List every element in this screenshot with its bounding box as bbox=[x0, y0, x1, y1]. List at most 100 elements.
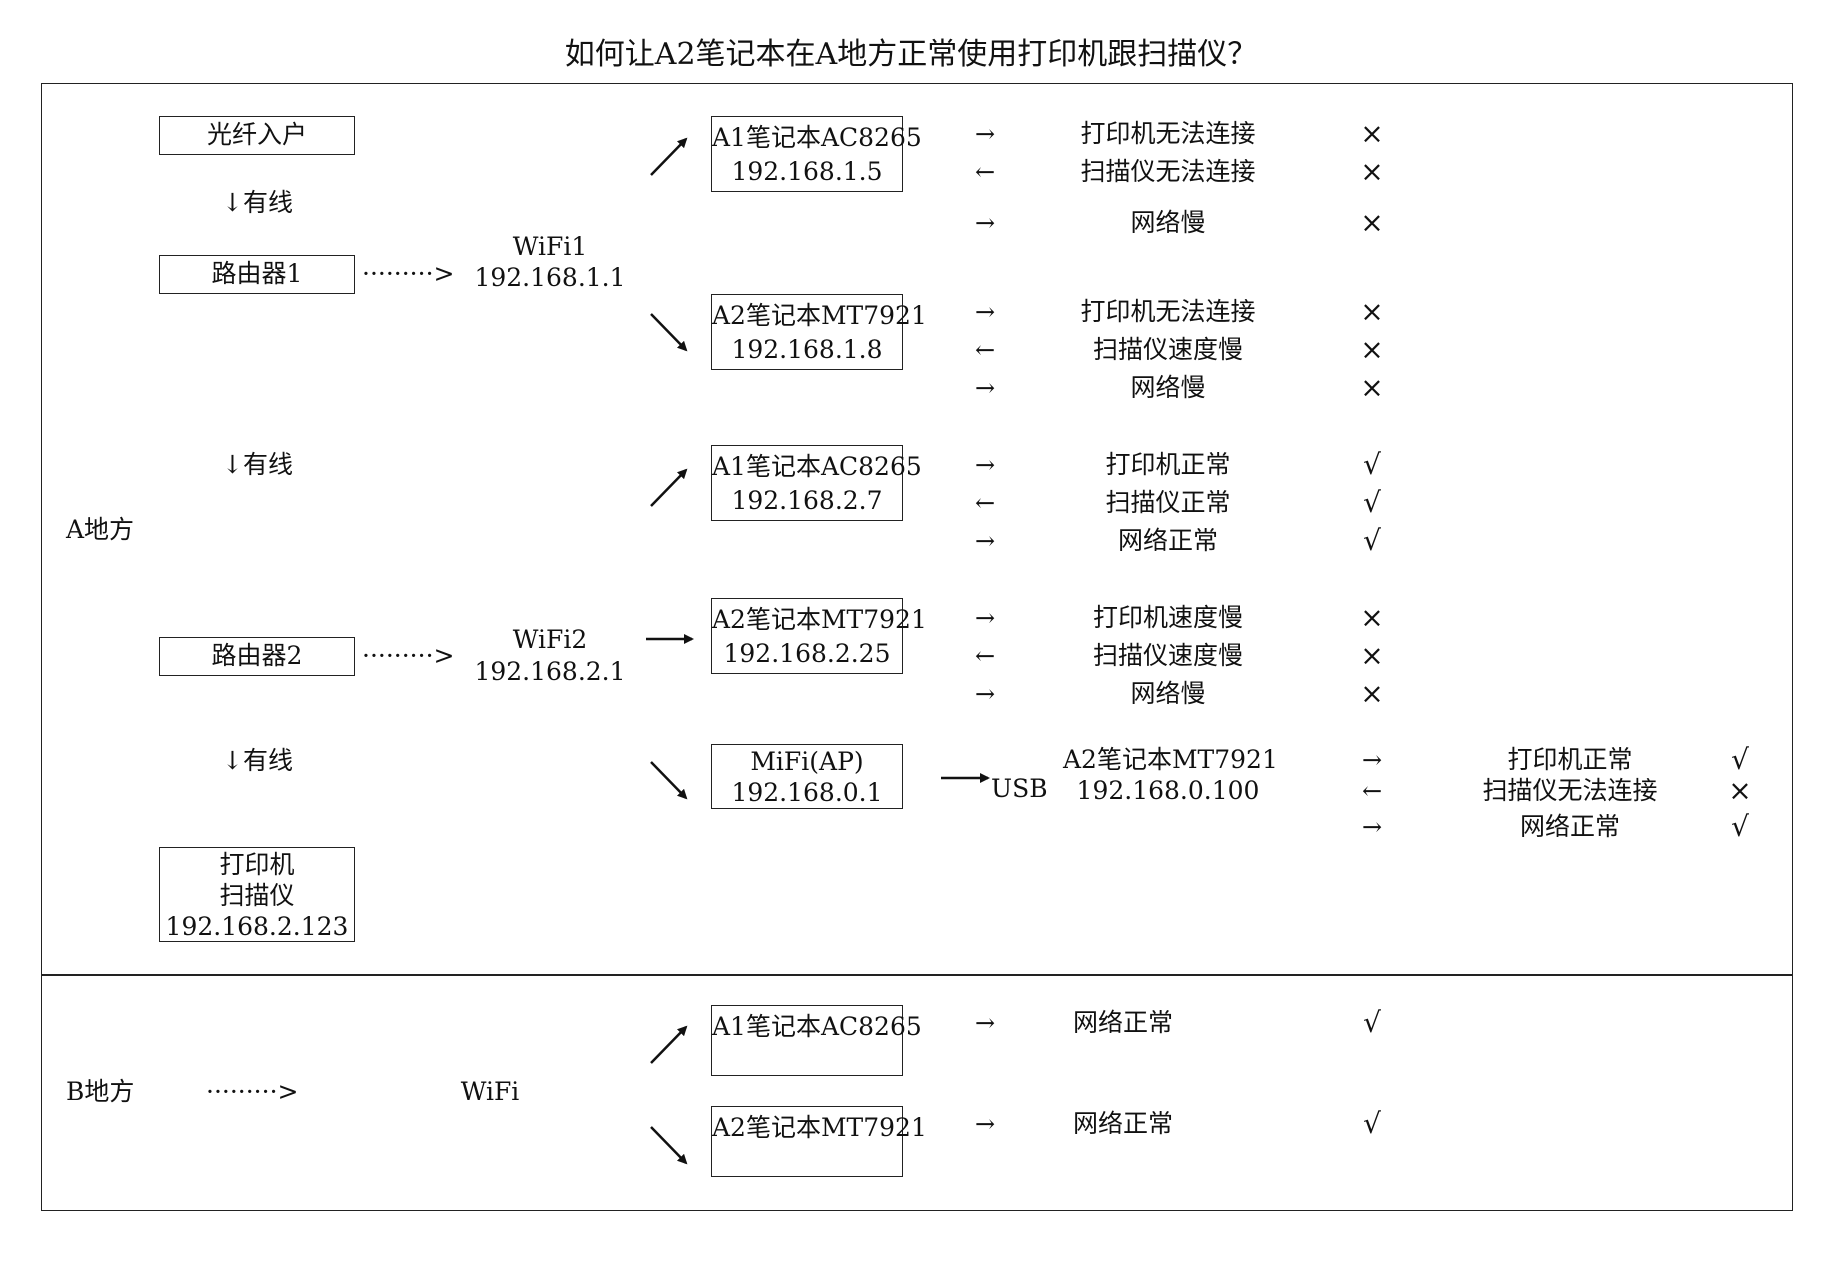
router1-box: 路由器1 bbox=[159, 255, 355, 294]
wifi2-ssid: WiFi2 bbox=[512, 625, 588, 654]
direction-arrow: → bbox=[974, 451, 996, 479]
device-name: A1笔记本AC8265 bbox=[712, 123, 922, 152]
device-box-a2-wifi2: A2笔记本MT7921 192.168.2.25 bbox=[711, 598, 927, 674]
direction-arrow: ← bbox=[974, 642, 996, 670]
result-mark: √ bbox=[1731, 810, 1749, 843]
result-text: 网络正常 bbox=[1117, 526, 1218, 555]
direction-arrow: ← bbox=[974, 336, 996, 364]
direction-arrow: → bbox=[974, 1009, 996, 1037]
result-text: 打印机正常 bbox=[1507, 745, 1633, 774]
scanner-label: 扫描仪 bbox=[219, 881, 295, 910]
device-name: A1笔记本AC8265 bbox=[712, 452, 922, 481]
dots-router1: ·········> bbox=[362, 259, 455, 288]
direction-arrow: → bbox=[974, 374, 996, 402]
result-text: 网络正常 bbox=[1072, 1109, 1173, 1138]
device-ip: 192.168.2.7 bbox=[731, 486, 883, 515]
result-mark: √ bbox=[1363, 524, 1381, 557]
printer-scanner-box: 打印机 扫描仪 192.168.2.123 bbox=[159, 847, 355, 942]
result-text: 网络正常 bbox=[1519, 812, 1620, 841]
device-box-a2-b: A2笔记本MT7921 bbox=[711, 1106, 927, 1177]
printer-label: 打印机 bbox=[219, 850, 295, 879]
result-text: 网络正常 bbox=[1072, 1008, 1173, 1037]
result-mark: × bbox=[1360, 295, 1384, 328]
arrow-down-b bbox=[650, 1126, 688, 1165]
mifi-ip: 192.168.0.1 bbox=[731, 778, 883, 807]
result-mark: √ bbox=[1363, 1107, 1381, 1140]
direction-arrow: → bbox=[974, 527, 996, 555]
direction-arrow: → bbox=[1361, 813, 1383, 841]
result-mark: √ bbox=[1363, 486, 1381, 519]
wired-label-1: ↓有线 bbox=[222, 188, 293, 217]
result-text: 打印机速度慢 bbox=[1092, 603, 1243, 632]
result-text: 网络慢 bbox=[1130, 679, 1206, 708]
arrow-down-1 bbox=[650, 313, 688, 352]
wifi-b: WiFi bbox=[460, 1077, 520, 1106]
fiber-label: 光纤入户 bbox=[206, 120, 307, 149]
router2-label: 路由器2 bbox=[211, 641, 303, 670]
result-text: 网络慢 bbox=[1130, 208, 1206, 237]
dots-router2: ·········> bbox=[362, 641, 455, 670]
dots-b: ·········> bbox=[206, 1077, 299, 1106]
result-mark: × bbox=[1728, 774, 1752, 807]
wifi1-ssid: WiFi1 bbox=[512, 232, 588, 261]
result-text: 扫描仪速度慢 bbox=[1092, 641, 1243, 670]
result-mark: × bbox=[1360, 155, 1384, 188]
result-mark: × bbox=[1360, 117, 1384, 150]
arrow-down-2 bbox=[650, 761, 688, 800]
direction-arrow: → bbox=[974, 680, 996, 708]
direction-arrow: ← bbox=[1361, 777, 1383, 805]
wifi1-ip: 192.168.1.1 bbox=[474, 263, 626, 292]
region-a-frame bbox=[41, 83, 1793, 976]
router1-label: 路由器1 bbox=[211, 259, 303, 288]
result-text: 扫描仪速度慢 bbox=[1092, 335, 1243, 364]
arrow-up-1 bbox=[650, 137, 688, 176]
a2-usb-name: A2笔记本MT7921 bbox=[1063, 745, 1278, 774]
direction-arrow: → bbox=[1361, 746, 1383, 774]
result-text: 扫描仪无法连接 bbox=[1080, 157, 1256, 186]
device-name: A2笔记本MT7921 bbox=[712, 605, 927, 634]
mifi-box: MiFi(AP) 192.168.0.1 bbox=[711, 744, 903, 809]
a2-usb-ip: 192.168.0.100 bbox=[1076, 776, 1260, 805]
result-text: 打印机无法连接 bbox=[1080, 297, 1256, 326]
wifi2-ip: 192.168.2.1 bbox=[474, 657, 626, 686]
result-mark: √ bbox=[1363, 448, 1381, 481]
result-text: 打印机无法连接 bbox=[1080, 119, 1256, 148]
fiber-box: 光纤入户 bbox=[159, 116, 355, 155]
result-mark: × bbox=[1360, 639, 1384, 672]
direction-arrow: ← bbox=[974, 489, 996, 517]
result-mark: × bbox=[1360, 333, 1384, 366]
page-title: 如何让A2笔记本在A地方正常使用打印机跟扫描仪？ bbox=[564, 37, 1258, 72]
result-mark: × bbox=[1360, 206, 1384, 239]
device-ip: 192.168.2.25 bbox=[723, 639, 891, 668]
device-ip: 192.168.1.5 bbox=[731, 157, 883, 186]
region-b-label: B地方 bbox=[66, 1077, 135, 1106]
direction-arrow: → bbox=[974, 604, 996, 632]
mifi-name: MiFi(AP) bbox=[750, 747, 864, 776]
arrow-up-2 bbox=[650, 468, 688, 507]
result-text: 扫描仪正常 bbox=[1105, 488, 1231, 517]
arrow-up-b bbox=[650, 1025, 688, 1064]
device-box-a1-wifi2: A1笔记本AC8265 192.168.2.7 bbox=[711, 445, 922, 521]
printer-ip: 192.168.2.123 bbox=[165, 912, 349, 941]
result-mark: × bbox=[1360, 677, 1384, 710]
direction-arrow: → bbox=[974, 298, 996, 326]
device-name: A2笔记本MT7921 bbox=[712, 1113, 927, 1142]
usb-label: USB bbox=[991, 774, 1048, 803]
direction-arrow: → bbox=[974, 209, 996, 237]
device-box-a2-wifi1: A2笔记本MT7921 192.168.1.8 bbox=[711, 294, 927, 370]
device-name: A1笔记本AC8265 bbox=[712, 1012, 922, 1041]
result-mark: √ bbox=[1731, 743, 1749, 776]
direction-arrow: → bbox=[974, 120, 996, 148]
device-box-a1-b: A1笔记本AC8265 bbox=[711, 1005, 922, 1076]
device-ip: 192.168.1.8 bbox=[731, 335, 883, 364]
wired-label-3: ↓有线 bbox=[222, 746, 293, 775]
wired-label-2: ↓有线 bbox=[222, 450, 293, 479]
device-box-a1-wifi1: A1笔记本AC8265 192.168.1.5 bbox=[711, 116, 922, 192]
result-text: 打印机正常 bbox=[1105, 450, 1231, 479]
result-text: 扫描仪无法连接 bbox=[1482, 776, 1658, 805]
device-name: A2笔记本MT7921 bbox=[712, 301, 927, 330]
direction-arrow: → bbox=[974, 1110, 996, 1138]
result-mark: √ bbox=[1363, 1006, 1381, 1039]
result-mark: × bbox=[1360, 601, 1384, 634]
